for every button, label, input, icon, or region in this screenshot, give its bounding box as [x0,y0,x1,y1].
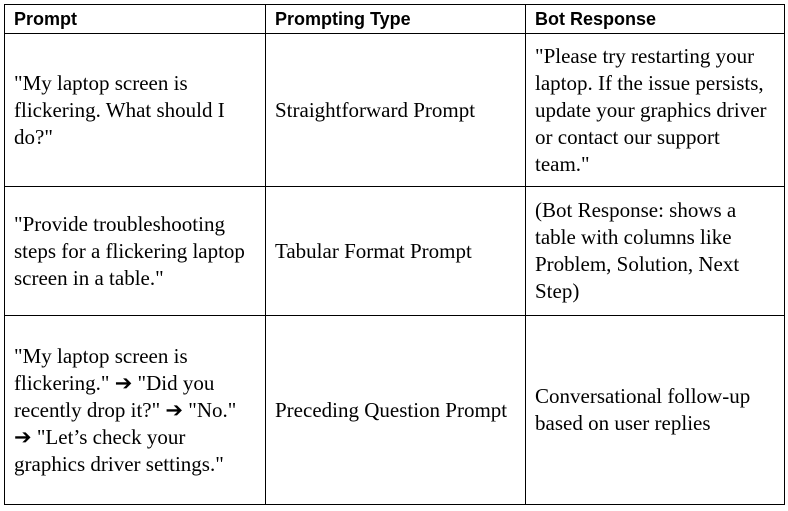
prompting-type-text: Straightforward Prompt [275,97,476,122]
bot-response-cell: (Bot Response: shows a table with column… [525,186,785,316]
prompt-cell: "My laptop screen is flickering." ➔ "Did… [4,315,266,505]
bot-response-cell: Conversational follow-up based on user r… [525,315,785,505]
prompting-type-text: Preceding Question Prompt [275,397,508,422]
table-row: "My laptop screen is flickering. What sh… [4,33,785,187]
table-header-row: Prompt Prompting Type Bot Response [4,4,785,34]
prompting-type-cell: Tabular Format Prompt [265,186,526,316]
prompt-text: "My laptop screen is flickering." ➔ "Did… [14,343,237,476]
bot-response-cell: "Please try restarting your laptop. If t… [525,33,785,187]
bot-response-text: (Bot Response: shows a table with column… [535,198,740,303]
header-prompting-type: Prompting Type [265,4,526,34]
table-row: "My laptop screen is flickering." ➔ "Did… [4,315,785,505]
bot-response-text: Conversational follow-up based on user r… [535,384,751,435]
prompt-text: "Provide troubleshooting steps for a fli… [14,211,245,290]
prompting-type-text: Tabular Format Prompt [275,238,472,263]
header-bot-response: Bot Response [525,4,785,34]
prompt-text: "My laptop screen is flickering. What sh… [14,70,225,149]
header-prompt: Prompt [4,4,266,34]
prompting-type-cell: Straightforward Prompt [265,33,526,187]
prompt-cell: "Provide troubleshooting steps for a fli… [4,186,266,316]
prompt-cell: "My laptop screen is flickering. What sh… [4,33,266,187]
bot-response-text: "Please try restarting your laptop. If t… [535,43,767,176]
table-row: "Provide troubleshooting steps for a fli… [4,186,785,316]
prompting-type-cell: Preceding Question Prompt [265,315,526,505]
prompting-types-table: Prompt Prompting Type Bot Response "My l… [4,4,785,505]
